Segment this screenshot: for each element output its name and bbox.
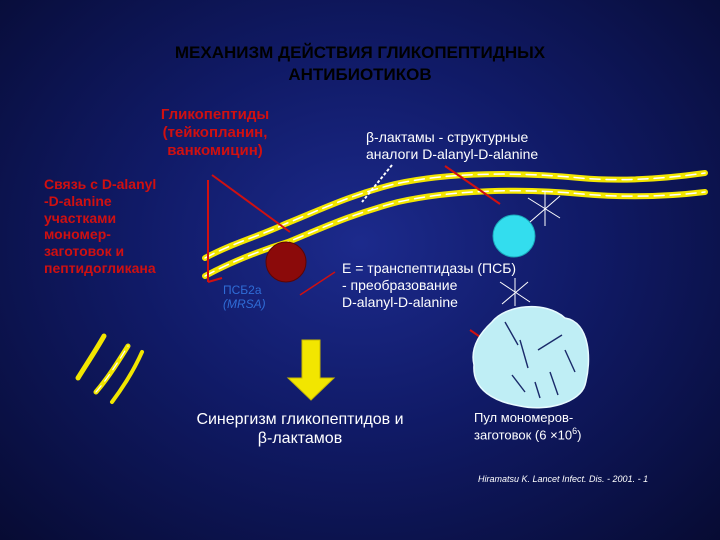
cell-wall-fragment xyxy=(75,333,144,404)
binding-line-6: пептидогликана xyxy=(44,259,156,276)
pool-line-2-main: заготовок (6 ×10 xyxy=(474,426,573,442)
page-title: МЕХАНИЗМ ДЕЙСТВИЯ ГЛИКОПЕПТИДНЫХ АНТИБИО… xyxy=(0,42,720,86)
synergy-label: Синергизм гликопептидов и β-лактамов xyxy=(155,410,445,448)
cross-marks xyxy=(499,192,561,306)
binding-line-1: Связь с D-alanyl xyxy=(44,176,157,192)
glycopeptides-label: Гликопептиды (тейкопланин, ванкомицин) xyxy=(140,106,290,160)
pbp2a-ball xyxy=(265,241,307,283)
binding-line-4: мономер- xyxy=(44,226,111,243)
transpeptidase-line-3: D-alanyl-D-alanine xyxy=(342,293,458,310)
pool-line-2-exponent: 6 xyxy=(572,425,578,436)
binding-line-3: участками xyxy=(44,209,117,226)
title-line-2: АНТИБИОТИКОВ xyxy=(288,65,432,84)
pool-line-2-end: ) xyxy=(577,426,582,442)
synergy-line-1: Синергизм гликопептидов и xyxy=(196,411,404,428)
glycopeptides-line-3: ванкомицин) xyxy=(167,142,263,159)
beta-lactams-line-1: β-лактамы - структурные xyxy=(366,129,529,145)
synergy-arrow xyxy=(286,339,336,401)
binding-line-2: -D-alanine xyxy=(44,192,112,209)
pbp2a-line-1: ПСБ2а xyxy=(223,283,262,297)
monomer-strands xyxy=(504,321,576,399)
binding-line-5: заготовок и xyxy=(44,243,125,260)
transpeptidase-line-2: - преобразование xyxy=(342,276,458,293)
binding-label: Связь с D-alanyl -D-alanine участками мо… xyxy=(44,176,156,277)
transpeptidase-line-1: E = транспептидазы (ПСБ) xyxy=(342,260,517,276)
pool-line-2: заготовок (6 ×106) xyxy=(474,426,582,443)
pbp2a-line-2: (MRSA) xyxy=(223,297,266,312)
citation: Hiramatsu K. Lancet Infect. Dis. - 2001.… xyxy=(478,474,649,484)
beta-lactams-label: β-лактамы - структурные аналоги D-alanyl… xyxy=(366,129,538,163)
transpeptidase-label: E = транспептидазы (ПСБ) - преобразовани… xyxy=(342,260,516,310)
glycopeptides-line-1: Гликопептиды xyxy=(160,106,270,123)
monomer-pool-blob xyxy=(472,305,590,409)
synergy-line-2: β-лактамов xyxy=(257,430,343,448)
title-line-1: МЕХАНИЗМ ДЕЙСТВИЯ ГЛИКОПЕПТИДНЫХ xyxy=(174,43,546,62)
pbp2a-label: ПСБ2а (MRSA) xyxy=(223,283,266,312)
beta-lactams-line-2: аналоги D-alanyl-D-alanine xyxy=(366,145,539,162)
pool-line-1: Пул мономеров- xyxy=(474,410,574,425)
transpeptidase-ball xyxy=(492,214,536,258)
pool-label: Пул мономеров- заготовок (6 ×106) xyxy=(474,410,582,443)
glycopeptides-line-2: (тейкопланин, xyxy=(162,124,268,141)
